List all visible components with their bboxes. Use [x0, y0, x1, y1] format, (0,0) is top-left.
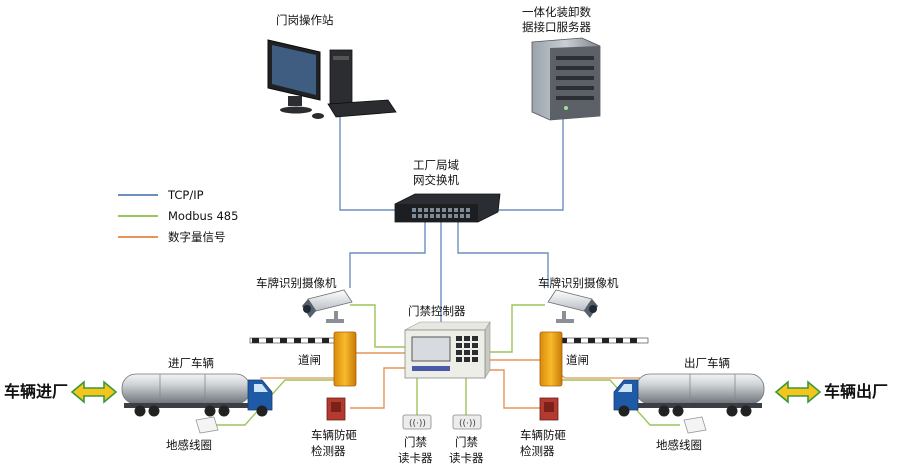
- truck-in: 进厂车辆: [121, 356, 273, 417]
- vehicle-out: 车辆出厂: [774, 380, 888, 404]
- switch-label-line1: 工厂局域: [413, 158, 459, 172]
- vehicle-in: 车辆进厂: [4, 380, 118, 404]
- truck-out-tank: [635, 373, 765, 405]
- server-label-line1: 一体化装卸数: [522, 5, 591, 19]
- vehicle-in-label: 车辆进厂: [4, 382, 68, 401]
- reader-1: ((·)) 门禁 读卡器: [398, 414, 433, 465]
- reader-2: ((·)) 门禁 读卡器: [449, 414, 484, 465]
- workstation-mouse: [312, 113, 324, 119]
- reader-1-body: [402, 414, 432, 430]
- detector-left-label-line2: 检测器: [311, 444, 346, 458]
- tcp-switch-camera-left: [349, 222, 426, 288]
- gate-right-label: 道闸: [566, 353, 589, 367]
- detector-right-label-line1: 车辆防砸: [520, 428, 566, 442]
- tcp-workstation-switch: [339, 108, 398, 211]
- digital-detector-right: [485, 369, 540, 409]
- controller-screen: [411, 336, 451, 362]
- gate-right: 道闸: [539, 331, 649, 387]
- digital-loop-right: [554, 369, 640, 379]
- server-label-line2: 据接口服务器: [522, 20, 591, 34]
- camera-right: 车牌识别摄像机: [538, 276, 619, 323]
- server: 一体化装卸数 据接口服务器: [522, 5, 601, 121]
- tcp-server-switch: [498, 118, 564, 211]
- modbus-camera-right: [485, 304, 545, 353]
- reader-2-label-line1: 门禁: [455, 435, 478, 449]
- reader-1-label-line2: 读卡器: [398, 451, 433, 465]
- loop-left: 地感线圈: [166, 416, 219, 452]
- detector-left-label-line1: 车辆防砸: [311, 428, 357, 442]
- detector-left: 车辆防砸 检测器: [311, 397, 357, 458]
- truck-in-label: 进厂车辆: [168, 356, 214, 370]
- loop-left-label: 地感线圈: [166, 438, 212, 452]
- svg-text:((·)): ((·)): [409, 419, 426, 429]
- detector-right: 车辆防砸 检测器: [520, 397, 566, 458]
- switch: 工厂局域 网交换机: [394, 158, 501, 223]
- workstation-keyboard: [327, 99, 397, 118]
- legend-tcp-label: TCP/IP: [167, 188, 204, 202]
- detector-right-label-line2: 检测器: [520, 444, 555, 458]
- legend-modbus-label: Modbus 485: [168, 209, 238, 223]
- svg-text:((·)): ((·)): [459, 419, 476, 429]
- camera-right-label: 车牌识别摄像机: [538, 276, 619, 290]
- vehicle-out-label: 车辆出厂: [824, 382, 888, 401]
- connection-lines: [215, 108, 680, 426]
- loop-right-label: 地感线圈: [656, 438, 702, 452]
- digital-detector-left: [350, 367, 405, 409]
- workstation-label: 门岗操作站: [276, 13, 334, 27]
- double-arrow-icon: [70, 380, 118, 404]
- legend: TCP/IP Modbus 485 数字量信号: [118, 188, 238, 244]
- loop-right-coil: [683, 416, 707, 434]
- legend-digital-label: 数字量信号: [168, 230, 226, 244]
- switch-label-line2: 网交换机: [413, 173, 459, 187]
- truck-out-label: 出厂车辆: [684, 356, 730, 370]
- digital-loop-left: [260, 369, 346, 379]
- truck-in-tank: [121, 373, 251, 405]
- controller: 门禁控制器: [404, 304, 491, 380]
- truck-out: 出厂车辆: [613, 356, 765, 417]
- reader-2-body: [452, 414, 482, 430]
- gate-right-post: [539, 331, 563, 387]
- tcp-switch-camera-right: [457, 222, 549, 288]
- gate-left: 道闸: [249, 331, 357, 387]
- controller-label: 门禁控制器: [408, 304, 466, 318]
- loop-left-coil: [195, 416, 219, 434]
- camera-left: 车牌识别摄像机: [256, 276, 353, 323]
- workstation: 门岗操作站: [267, 13, 397, 119]
- camera-left-label: 车牌识别摄像机: [256, 276, 337, 290]
- gate-left-post: [333, 331, 357, 387]
- gate-left-label: 道闸: [298, 353, 321, 367]
- modbus-camera-left: [350, 304, 405, 348]
- reader-2-label-line2: 读卡器: [449, 451, 484, 465]
- loop-right: 地感线圈: [656, 416, 707, 452]
- double-arrow-icon: [774, 380, 822, 404]
- reader-1-label-line1: 门禁: [404, 435, 427, 449]
